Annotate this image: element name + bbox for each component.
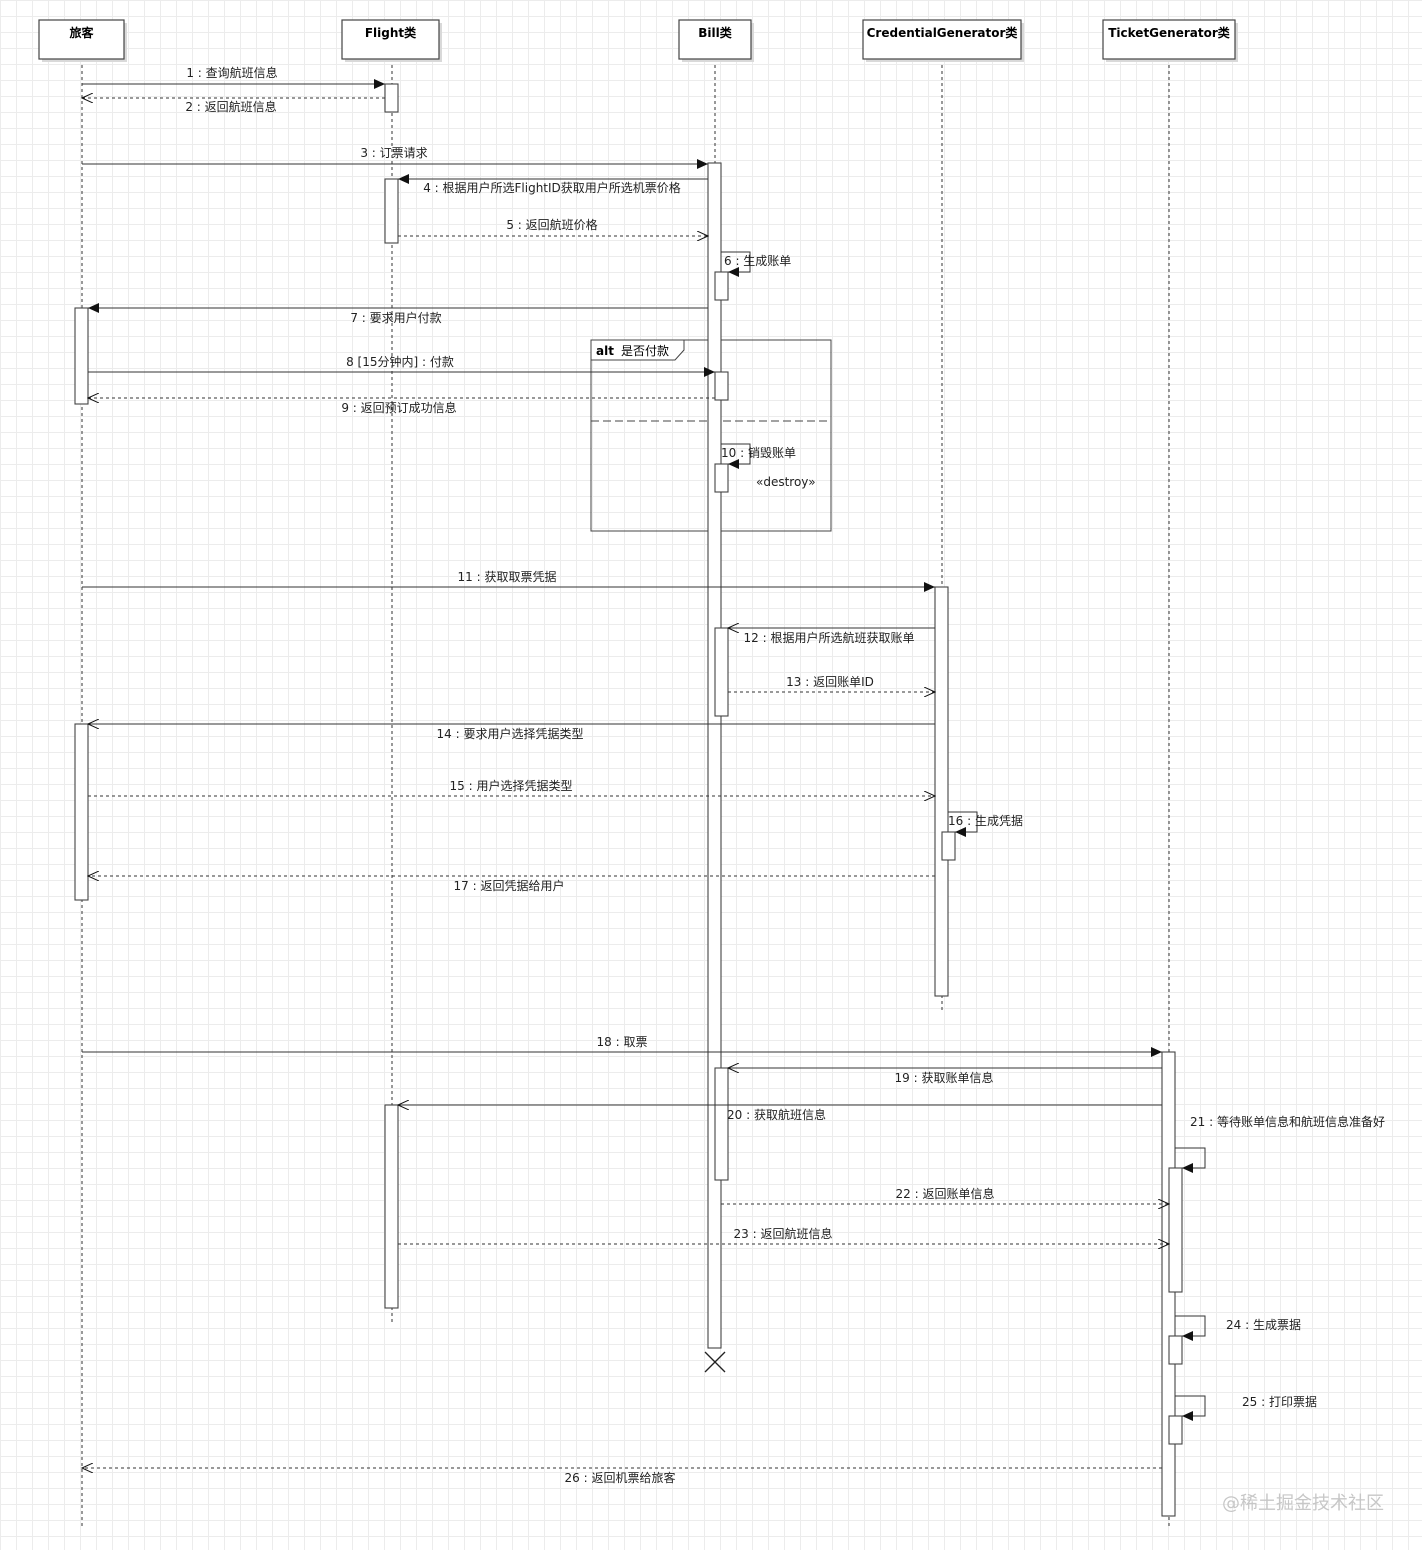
message-4[interactable]: 4 : 根据用户所选FlightID获取用户所选机票价格 (398, 174, 708, 195)
activation-bill-self (714, 271, 729, 301)
message-label: 13 : 返回账单ID (786, 675, 874, 689)
message-12[interactable]: 12 : 根据用户所选航班获取账单 (728, 628, 935, 645)
message-5[interactable]: 5 : 返回航班价格 (398, 217, 708, 236)
message-20[interactable]: 20 : 获取航班信息 (398, 1105, 1162, 1122)
activation-traveler (74, 307, 89, 405)
message-15[interactable]: 15 : 用户选择凭据类型 (88, 778, 935, 796)
activation-ticket-self (1168, 1415, 1183, 1445)
message-label: 24 : 生成票据 (1226, 1318, 1301, 1332)
lifeline-label: 旅客 (69, 25, 94, 40)
message-label: 15 : 用户选择凭据类型 (450, 778, 573, 793)
messages: 1 : 查询航班信息 2 : 返回航班信息 3 : 订票请求 4 : 根据用户所… (82, 65, 1385, 1485)
activation-credential-self (941, 831, 956, 861)
message-label: 3 : 订票请求 (360, 146, 427, 160)
activation-traveler (74, 723, 89, 901)
message-11[interactable]: 11 : 获取取票凭据 (82, 569, 935, 592)
message-label: 10 : 销毁账单 (721, 445, 796, 460)
activation-ticket-self (1168, 1335, 1183, 1365)
destroy-x-icon (704, 1351, 726, 1373)
lifeline-head-bill[interactable]: Bill类 (678, 19, 754, 62)
message-label: 9 : 返回预订成功信息 (341, 400, 456, 415)
message-10[interactable]: 10 : 销毁账单 (721, 443, 796, 469)
activation-bill-self (714, 371, 729, 401)
message-6[interactable]: 6 : 生成账单 (721, 251, 791, 277)
message-13[interactable]: 13 : 返回账单ID (728, 675, 935, 692)
activation-flight (384, 1104, 399, 1309)
message-8[interactable]: 8 [15分钟内] : 付款 (88, 354, 715, 377)
message-label: 1 : 查询航班信息 (186, 65, 277, 80)
activation-bill-self (714, 463, 729, 493)
message-24[interactable]: 24 : 生成票据 (1175, 1315, 1301, 1341)
message-label: 16 : 生成凭据 (948, 813, 1023, 828)
destroy-stereotype: «destroy» (756, 475, 816, 489)
message-3[interactable]: 3 : 订票请求 (82, 146, 708, 169)
message-label: 20 : 获取航班信息 (727, 1107, 826, 1122)
message-19[interactable]: 19 : 获取账单信息 (728, 1068, 1162, 1085)
lifeline-head-flight[interactable]: Flight类 (341, 19, 442, 62)
activations (74, 83, 1183, 1517)
message-1[interactable]: 1 : 查询航班信息 (82, 65, 385, 89)
message-26[interactable]: 26 : 返回机票给旅客 (82, 1468, 1162, 1485)
message-label: 5 : 返回航班价格 (506, 217, 597, 232)
message-21[interactable]: 21 : 等待账单信息和航班信息准备好 (1175, 1114, 1385, 1173)
message-22[interactable]: 22 : 返回账单信息 (721, 1186, 1169, 1204)
message-label: 8 [15分钟内] : 付款 (346, 354, 454, 369)
message-16[interactable]: 16 : 生成凭据 (948, 811, 1023, 837)
activation-flight (384, 83, 399, 113)
message-label: 26 : 返回机票给旅客 (565, 1470, 676, 1485)
activation-bill-self (714, 1067, 729, 1181)
lifeline-lines (81, 59, 1170, 1528)
message-7[interactable]: 7 : 要求用户付款 (88, 303, 708, 325)
message-14[interactable]: 14 : 要求用户选择凭据类型 (88, 724, 935, 741)
message-18[interactable]: 18 : 取票 (82, 1035, 1162, 1057)
lifeline-label: Flight类 (365, 25, 417, 40)
activation-ticket-self (1168, 1167, 1183, 1293)
message-label: 22 : 返回账单信息 (896, 1186, 995, 1201)
alt-frame-tab (590, 339, 685, 361)
message-label: 25 : 打印票据 (1242, 1395, 1317, 1409)
lifeline-label: CredentialGenerator类 (867, 25, 1019, 40)
message-label: 23 : 返回航班信息 (734, 1226, 833, 1241)
message-label: 4 : 根据用户所选FlightID获取用户所选机票价格 (423, 180, 681, 195)
message-label: 21 : 等待账单信息和航班信息准备好 (1190, 1114, 1385, 1129)
message-label: 18 : 取票 (597, 1035, 648, 1049)
watermark: @稀土掘金技术社区 (1222, 1493, 1384, 1514)
message-label: 12 : 根据用户所选航班获取账单 (744, 630, 915, 645)
lifeline-label: TicketGenerator类 (1108, 25, 1231, 40)
lifeline-head-ticket[interactable]: TicketGenerator类 (1102, 19, 1238, 62)
activation-flight (384, 178, 399, 244)
message-23[interactable]: 23 : 返回航班信息 (398, 1226, 1169, 1244)
lifeline-head-traveler[interactable]: 旅客 (38, 19, 127, 62)
lifeline-head-credential[interactable]: CredentialGenerator类 (862, 19, 1024, 62)
message-9[interactable]: 9 : 返回预订成功信息 (88, 398, 715, 415)
message-label: 17 : 返回凭据给用户 (454, 878, 565, 893)
message-25[interactable]: 25 : 打印票据 (1175, 1395, 1317, 1421)
alt-operator: alt (596, 344, 614, 358)
lifeline-heads: 旅客 Flight类 Bill类 CredentialGenerator类 Ti… (38, 19, 1238, 62)
activation-bill-self (714, 627, 729, 717)
alt-guard: 是否付款 (621, 344, 669, 358)
message-label: 11 : 获取取票凭据 (458, 569, 557, 584)
message-label: 6 : 生成账单 (724, 254, 791, 268)
message-label: 7 : 要求用户付款 (350, 310, 441, 325)
message-label: 2 : 返回航班信息 (185, 99, 276, 114)
message-label: 19 : 获取账单信息 (895, 1070, 994, 1085)
activation-credential (934, 586, 949, 997)
alt-fragment: alt 是否付款 (590, 339, 832, 532)
message-17[interactable]: 17 : 返回凭据给用户 (88, 876, 935, 893)
lifeline-label: Bill类 (698, 25, 732, 40)
message-label: 14 : 要求用户选择凭据类型 (437, 726, 584, 741)
message-2[interactable]: 2 : 返回航班信息 (82, 98, 385, 114)
